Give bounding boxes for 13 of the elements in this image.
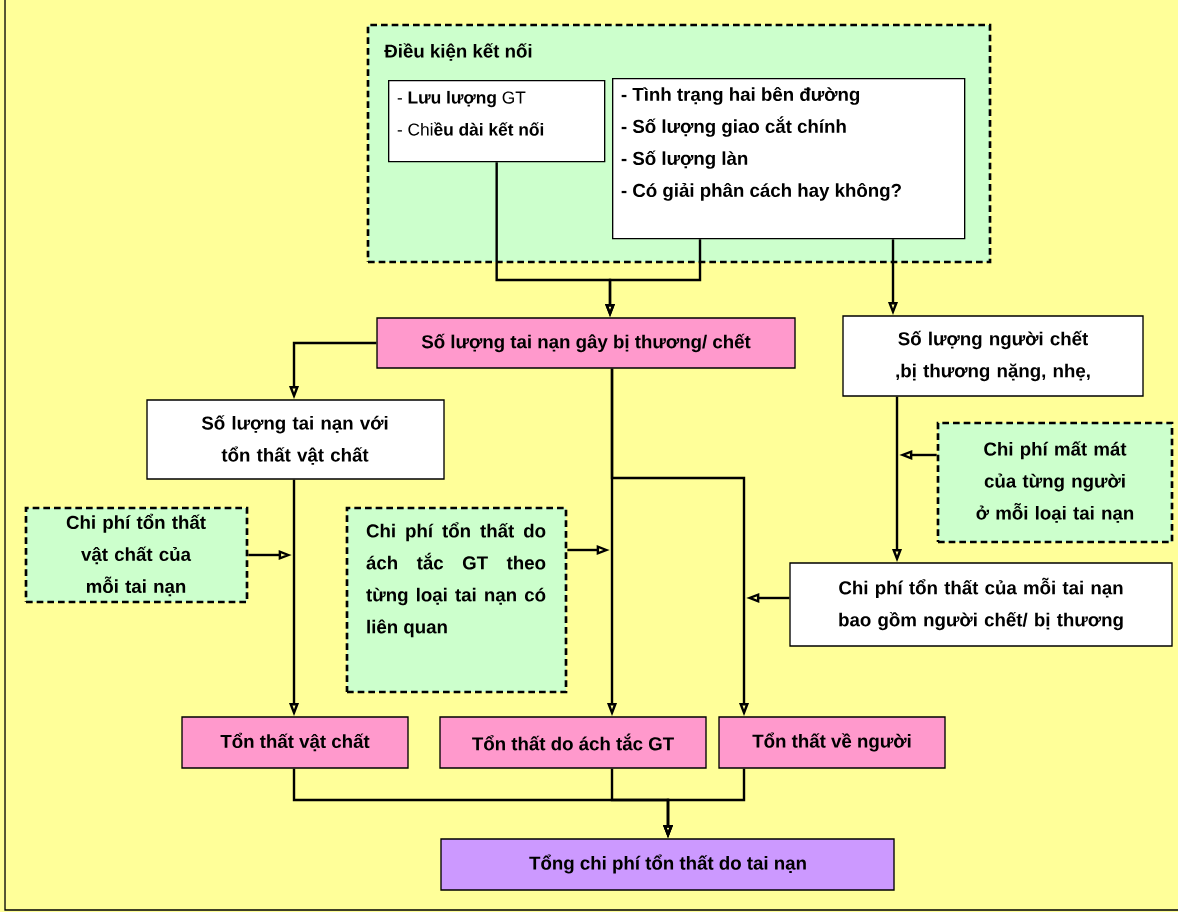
input-box: Chi phí tổn thất do ách tắc GT theo từng loại tai nạn có liên quan (345, 506, 568, 694)
process-box: Chi phí tổn thất của mỗi tai nạn bao gồm người chết/ bị thương (789, 562, 1173, 647)
input-box: Chi phí tổn thất vật chất của mỗi tai nạn (24, 506, 249, 604)
process-box: Số lượng tai nạn với tổn thất vật chất (146, 399, 445, 480)
result-box: Tổn thất do ách tắc GT (439, 716, 707, 769)
process-box: Số lượng tai nạn gây bị thương/ chết (376, 317, 796, 369)
process-box: Số lượng người chết ,bị thương nặng, nhẹ, (842, 315, 1144, 397)
input-box: Chi phí mất mát của từng người ở mỗi loại tai nạn (936, 421, 1174, 544)
total-box: Tổng chi phí tổn thất do tai nạn (440, 838, 895, 891)
list-box: - Lưu lượng GT - Chiều dài kết nối (388, 80, 606, 163)
result-box: Tổn thất vật chất (181, 716, 409, 769)
list-box: - Tình trạng hai bên đường - Số lượng giao cắt chính - Số lượng làn - Có giải phân cách hay không? (612, 78, 966, 240)
result-box: Tổn thất về người (718, 716, 946, 769)
